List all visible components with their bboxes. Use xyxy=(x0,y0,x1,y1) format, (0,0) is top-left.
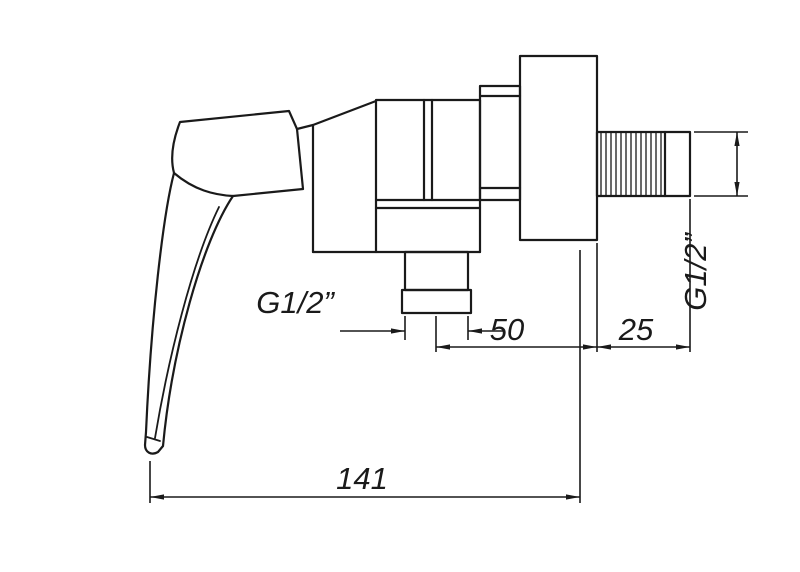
handle-blade-ridge xyxy=(154,206,220,439)
outlet-thread-collar xyxy=(400,288,473,315)
dimension-outlet-thread xyxy=(340,316,503,340)
dimension-labels: 141 50 25 G1/2” G1/2” xyxy=(256,232,713,496)
handle-underside-curve xyxy=(172,171,235,198)
outlet-thread-label: G1/2” xyxy=(256,285,335,320)
body-top-slants xyxy=(295,99,378,131)
handle-outline xyxy=(143,109,305,455)
pipe-outline xyxy=(595,130,692,198)
thread-hatching xyxy=(600,132,662,196)
dim-label-50: 50 xyxy=(490,312,524,347)
dimension-thread-length xyxy=(597,199,691,352)
dimension-overall-length xyxy=(149,250,581,503)
handle-tip-detail xyxy=(146,436,161,442)
outlet-neck xyxy=(403,250,470,292)
mounting-nut xyxy=(478,84,522,202)
inlet-thread-label: G1/2” xyxy=(678,232,713,311)
dimensions xyxy=(149,131,748,503)
dimension-outlet-offset xyxy=(435,243,598,352)
nut-body xyxy=(478,84,522,202)
faucet-outline xyxy=(143,54,692,455)
bottom-outlet xyxy=(400,250,473,315)
dimension-inlet-thread xyxy=(694,131,748,197)
dim-label-141: 141 xyxy=(336,461,388,496)
dim-label-25: 25 xyxy=(618,312,654,347)
mixer-body xyxy=(295,98,482,254)
cartridge-block xyxy=(374,98,482,202)
threaded-pipe xyxy=(595,130,692,198)
wall-flange xyxy=(518,54,599,242)
lever-handle xyxy=(143,109,305,455)
